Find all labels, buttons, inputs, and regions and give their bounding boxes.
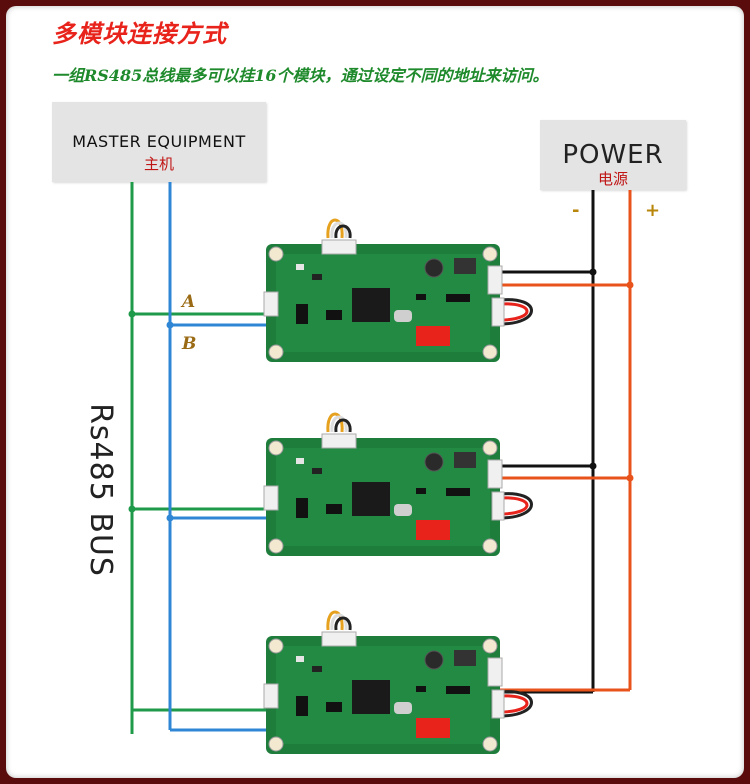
diagram-title: 多模块连接方式 [52, 19, 227, 48]
power-box: POWER 电源 [540, 120, 686, 190]
power-label: POWER [562, 140, 664, 170]
diagram-subtitle: 一组RS485总线最多可以挂16个模块，通过设定不同的地址来访问。 [52, 66, 549, 85]
power-plus-label: + [645, 200, 661, 221]
power-label-cn: 电源 [597, 170, 628, 188]
junction-dots [128, 310, 136, 513]
master-equipment-label: MASTER EQUIPMENT [72, 132, 246, 151]
rs485-module-1 [262, 218, 533, 364]
power-minus-wire [500, 190, 595, 694]
rs485-module-3 [262, 610, 533, 756]
master-equipment-label-cn: 主机 [143, 155, 174, 173]
power-plus-wire [500, 190, 632, 692]
power-minus-label: - [572, 200, 580, 221]
rs485-module-2 [262, 412, 533, 558]
bus-line-a-label: A [182, 292, 196, 312]
master-equipment-box: MASTER EQUIPMENT 主机 [52, 102, 266, 182]
bus-line-a [130, 182, 276, 734]
bus-line-b [168, 182, 276, 732]
bus-line-b-label: B [182, 334, 197, 354]
